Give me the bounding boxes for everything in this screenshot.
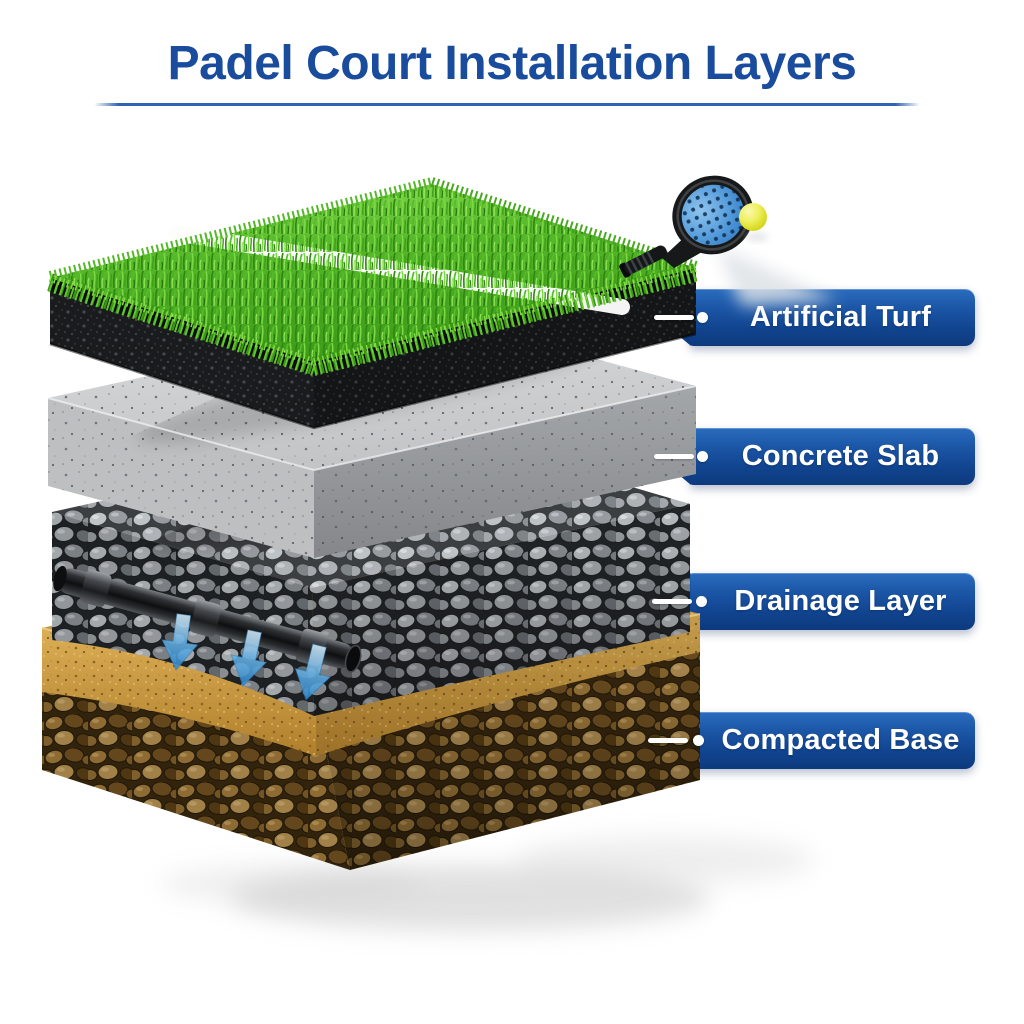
base-sand-strip-left xyxy=(42,628,316,756)
court-line xyxy=(168,225,630,315)
base-top-face xyxy=(42,542,700,700)
concrete-right-face xyxy=(314,386,696,558)
concrete-slab-block xyxy=(47,314,697,558)
water-arrow xyxy=(288,640,338,705)
drain-pipe xyxy=(53,565,362,673)
base-sand-strip-right xyxy=(316,614,700,756)
base-left-face xyxy=(42,628,350,870)
racket-highlight-dot xyxy=(660,238,666,244)
drainage-gravel-block xyxy=(52,428,690,716)
label-compacted-base-text: Compacted Base xyxy=(721,724,960,756)
water-arrow xyxy=(224,626,273,691)
racket-throat xyxy=(662,234,702,268)
water-flow-arrows xyxy=(157,611,338,705)
racket-handle xyxy=(619,245,668,278)
ground-shadow xyxy=(160,836,815,931)
water-arrow xyxy=(157,611,203,674)
label-compacted-base: Compacted Base xyxy=(690,712,975,769)
label-artificial-turf: Artificial Turf xyxy=(690,289,975,346)
padel-racket xyxy=(619,175,838,306)
pipe-coupling xyxy=(189,599,222,638)
label-artificial-turf-text: Artificial Turf xyxy=(749,301,932,333)
gravel-top-face xyxy=(52,428,690,588)
compacted-base-block xyxy=(41,542,701,870)
gravel-left-face xyxy=(52,512,314,716)
pipe-end-cap xyxy=(344,644,362,673)
gravel-right-face xyxy=(312,504,690,716)
label-drainage-layer-text: Drainage Layer xyxy=(734,585,947,617)
concrete-left-face xyxy=(48,398,314,558)
pipe-coupling xyxy=(295,628,328,667)
concrete-top-face xyxy=(48,314,696,470)
turf-shockpad-left-face xyxy=(50,278,314,428)
label-concrete-slab-text: Concrete Slab xyxy=(741,440,940,472)
pipe-coupling xyxy=(79,569,112,607)
racket-face xyxy=(681,184,745,246)
base-right-face xyxy=(316,614,700,870)
label-concrete-slab: Concrete Slab xyxy=(690,428,975,485)
artificial-turf-block xyxy=(47,177,699,430)
ball-shadow xyxy=(746,233,768,241)
title-underline xyxy=(94,103,920,106)
page-title: Padel Court Installation Layers xyxy=(167,37,857,90)
turf-shockpad-right-face xyxy=(314,268,696,428)
turf-grass-top-face xyxy=(50,184,696,362)
racket-head xyxy=(672,175,754,255)
grass-fringe xyxy=(47,177,699,376)
label-drainage-layer: Drainage Layer xyxy=(690,573,975,630)
padel-ball xyxy=(739,203,767,231)
